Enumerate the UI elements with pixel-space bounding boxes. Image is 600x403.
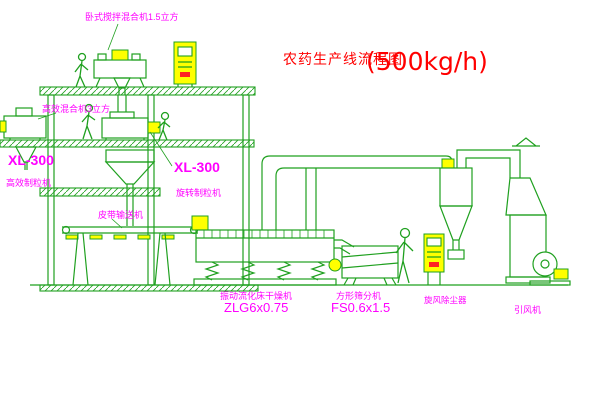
text-labels: 卧式搅拌混合机1.5立方 农药生产线流程图 (500kg/h) 高效混合机3立方… — [6, 11, 541, 315]
fluid-bed-dryer — [191, 215, 355, 286]
label-dryer-model: ZLG6x0.75 — [224, 300, 288, 315]
intermediate-hopper — [104, 149, 156, 226]
worker-figure-mid-right — [157, 111, 171, 141]
worker-figure-ground — [395, 227, 414, 284]
label-sieve-name: 方形筛分机 — [336, 290, 381, 301]
label-dryer-name: 振动流化床干燥机 — [220, 290, 292, 301]
belt-conveyor-machine — [61, 225, 199, 286]
square-sieve-machine — [328, 245, 399, 286]
exhaust-stack — [505, 137, 551, 284]
label-fan: 引风机 — [514, 304, 541, 315]
label-mixer-mid: 高效混合机3立方 — [42, 103, 110, 114]
induced-draft-fan — [529, 251, 571, 286]
title-text: 农药生产线流程图 — [283, 51, 403, 67]
control-cabinet-lower — [423, 233, 445, 285]
granulator-left-machine — [0, 107, 47, 170]
label-belt-conveyor: 皮带输送机 — [98, 209, 143, 220]
cyclone-outlet-pipe — [456, 149, 521, 178]
label-cyclone: 旋风除尘器 — [424, 295, 467, 305]
worker-figure-top — [74, 52, 89, 88]
leader-lines — [37, 23, 173, 229]
horizontal-mixer — [93, 49, 147, 95]
exhaust-duct — [261, 155, 453, 230]
title-capacity: (500kg/h) — [366, 47, 488, 76]
label-granulator-left: 高效制粒机 — [6, 177, 51, 188]
cyclone-separator — [439, 158, 473, 260]
rotary-granulator-center — [101, 95, 161, 140]
worker-figure-mid-left — [81, 103, 96, 140]
label-mixer-top: 卧式搅拌混合机1.5立方 — [85, 11, 179, 22]
label-xl300-center: XL-300 — [174, 159, 220, 175]
building-structure — [0, 86, 568, 292]
label-granulator-center: 旋转制粒机 — [176, 187, 221, 198]
control-cabinet-upper — [173, 41, 197, 87]
label-sieve-model: FS0.6x1.5 — [331, 300, 390, 315]
label-xl300-left: XL-300 — [8, 152, 54, 168]
